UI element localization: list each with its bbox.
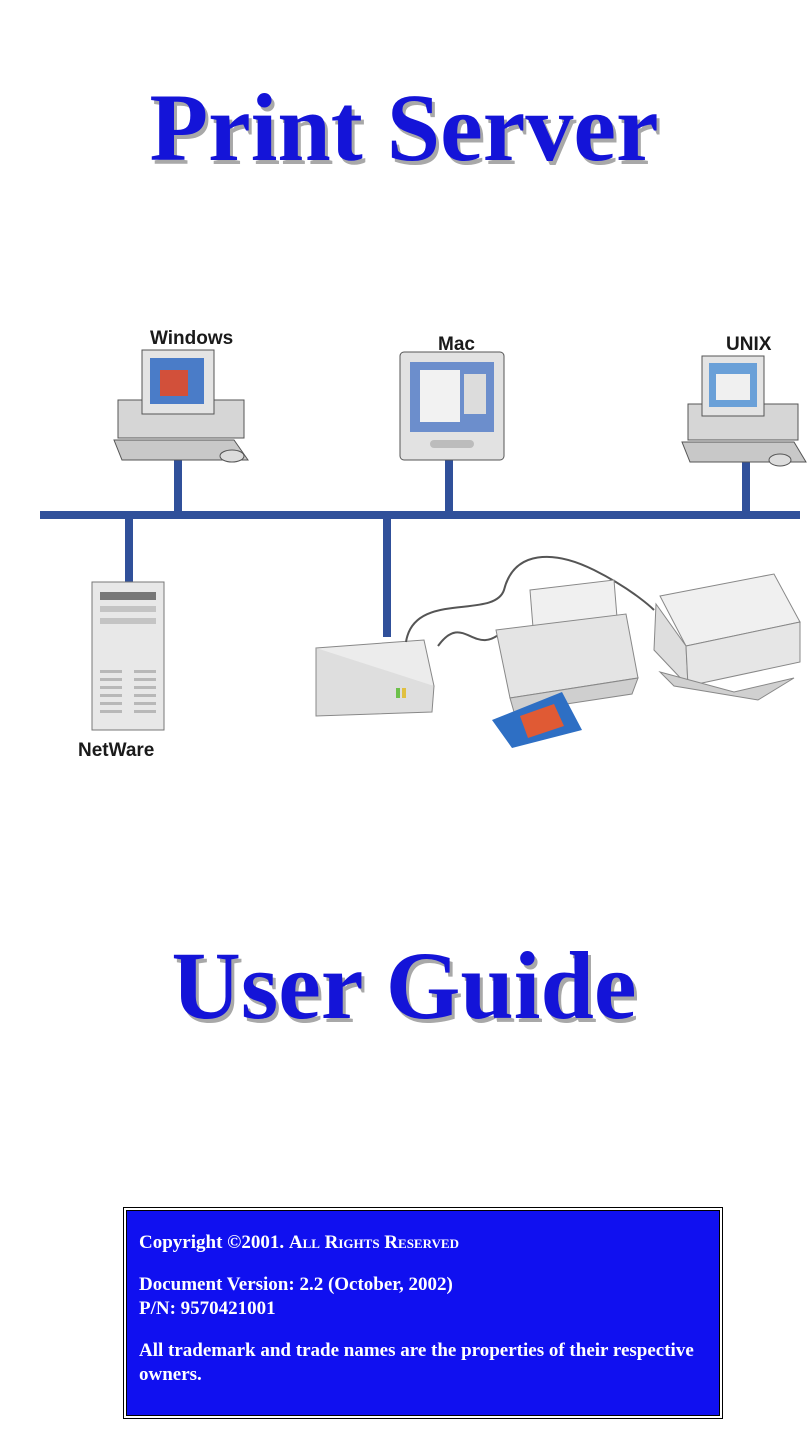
windows-computer-icon xyxy=(113,349,249,463)
copyright-box: Copyright ©2001. All Rights Reserved Doc… xyxy=(123,1207,723,1419)
network-diagram: Windows Mac UNIX NetWare xyxy=(40,328,807,761)
inkjet-printer-icon xyxy=(492,579,639,748)
part-number: P/N: 9570421001 xyxy=(139,1298,276,1319)
document-version: Document Version: 2.2 (October, 2002) xyxy=(139,1274,453,1295)
netware-server-icon xyxy=(91,581,165,731)
page-title: Print Server xyxy=(149,74,659,181)
copyright-text: Copyright ©2001. xyxy=(139,1232,289,1253)
network-backbone xyxy=(40,458,800,637)
unix-computer-icon xyxy=(681,355,807,467)
copyright-line: Copyright ©2001. All Rights Reserved xyxy=(139,1231,707,1255)
guide-title: User Guide xyxy=(171,932,637,1039)
windows-label: Windows xyxy=(150,328,233,349)
unix-label: UNIX xyxy=(726,334,772,355)
mac-label: Mac xyxy=(438,334,475,355)
mac-computer-icon xyxy=(399,351,505,461)
trademark-notice: All trademark and trade names are the pr… xyxy=(139,1340,694,1385)
printer-cable xyxy=(405,555,655,643)
laser-printer-icon xyxy=(653,573,801,701)
rights-reserved-text: All Rights Reserved xyxy=(288,1232,459,1253)
netware-label: NetWare xyxy=(78,740,154,761)
print-server-box-icon xyxy=(315,639,435,717)
printer-cable-2 xyxy=(437,629,505,647)
